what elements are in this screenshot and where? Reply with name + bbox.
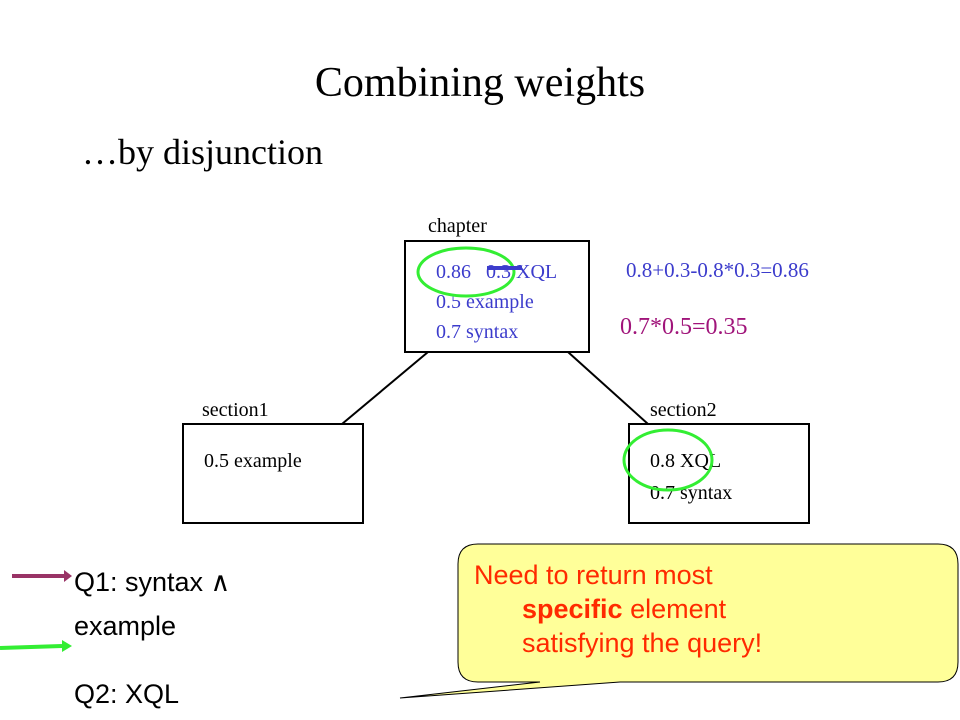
disjunction-formula: 0.8+0.3-0.8*0.3=0.86 [626,258,809,282]
section2-entry-xql: 0.8 XQL [650,450,722,472]
subtitle: …by disjunction [82,132,323,172]
callout-line2: specific element [474,592,934,626]
callout-bubble [399,543,959,699]
chapter-weight-highlight-circle [416,246,516,298]
callout-emphasis: specific [522,594,623,624]
conjunction-formula: 0.7*0.5=0.35 [620,314,748,340]
section2-entry-syntax: 0.7 syntax [650,482,733,504]
chapter-combined-weight: 0.86 [436,261,471,283]
query-q1-line2: example [74,611,177,641]
section2-xql-highlight-circle [622,428,714,492]
callout-line2-rest: element [622,594,727,624]
edge-chapter-section1 [341,351,429,425]
callout-line3: satisfying the query! [522,628,763,658]
chapter-node: 0.86 0.3 XQL 0.5 example 0.7 syntax [404,240,590,353]
q2-arrow [0,644,63,650]
section2-label: section2 [650,399,717,421]
page-title: Combining weights [314,60,646,106]
q2-arrow-head [62,640,72,652]
section1-node: 0.5 example [182,423,364,524]
chapter-label: chapter [428,215,487,237]
q1-arrow-head [64,570,72,582]
edge-chapter-section2 [567,351,649,425]
section1-entry-example: 0.5 example [204,450,302,472]
section2-node: 0.8 XQL 0.7 syntax [628,423,810,524]
section1-label: section1 [202,399,269,421]
chapter-entry-syntax: 0.7 syntax [436,321,519,343]
callout-line1: Need to return most [474,560,713,590]
callout-text: Need to return most specific element sat… [474,558,934,660]
query-q2: Q2: XQL [74,679,180,709]
query-q1-line1: Q1: syntax ∧ [74,567,231,597]
